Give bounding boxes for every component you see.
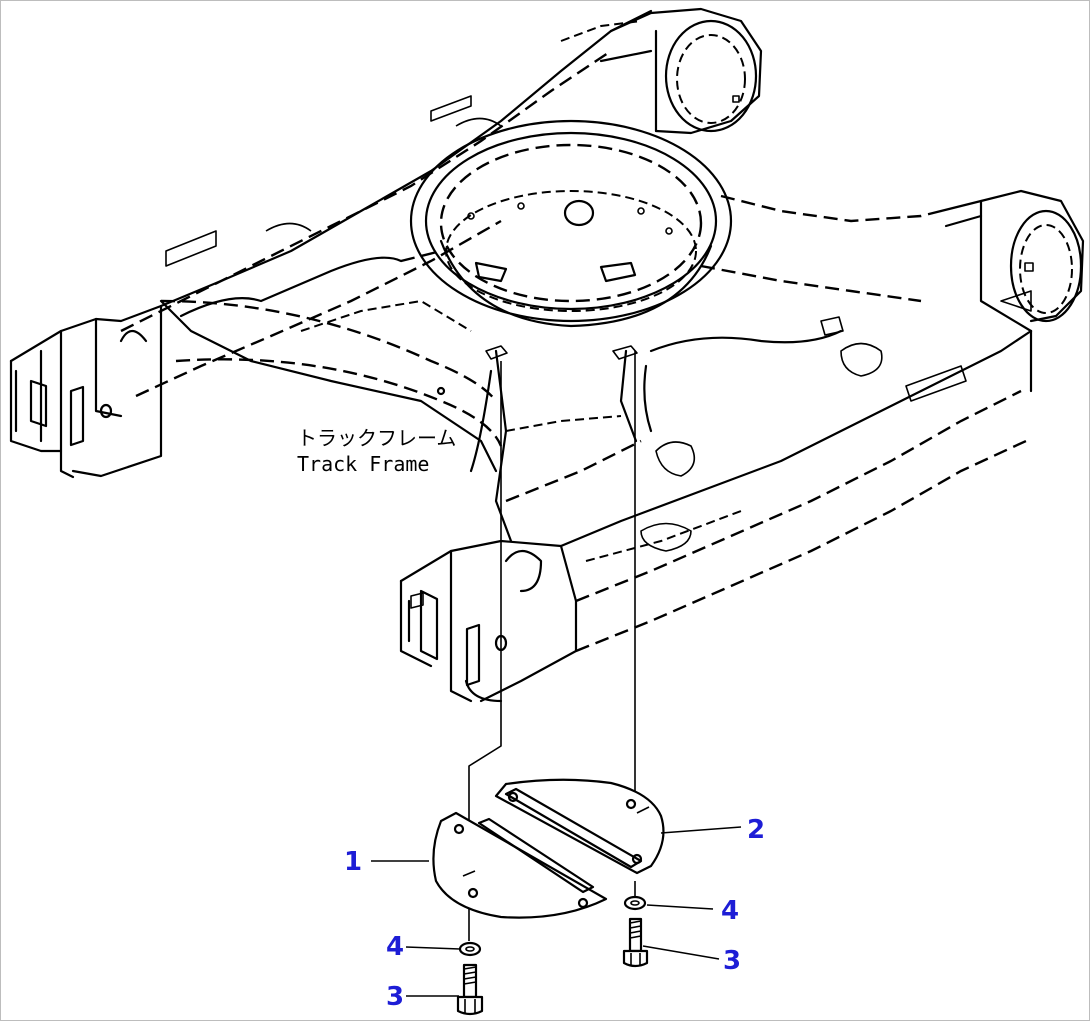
cover-plate-2 [494, 778, 665, 875]
bolt-right [622, 917, 649, 968]
track-frame-label: トラックフレーム Track Frame [297, 425, 456, 477]
callout-3-right[interactable]: 3 [723, 946, 742, 976]
bolt-left [456, 963, 484, 1016]
washer-left [458, 941, 482, 957]
center-frame [159, 194, 942, 543]
leader-lines [371, 826, 742, 997]
left-rail-idler-ring [599, 7, 763, 135]
callout-4-left[interactable]: 4 [386, 932, 405, 962]
right-rail-idler-ring [939, 189, 1085, 333]
callout-2[interactable]: 2 [747, 815, 766, 845]
cover-plate-1 [432, 811, 608, 919]
left-rail [9, 9, 653, 479]
callout-3-left[interactable]: 3 [386, 982, 405, 1012]
callout-4-right[interactable]: 4 [721, 896, 740, 926]
track-frame-label-jp: トラックフレーム [297, 426, 457, 450]
track-frame-label-en: Track Frame [297, 452, 430, 476]
washer-right [623, 895, 647, 911]
callout-1[interactable]: 1 [344, 847, 363, 877]
swing-circle [409, 119, 733, 328]
hardware [456, 895, 649, 1016]
right-rail [399, 290, 1033, 703]
